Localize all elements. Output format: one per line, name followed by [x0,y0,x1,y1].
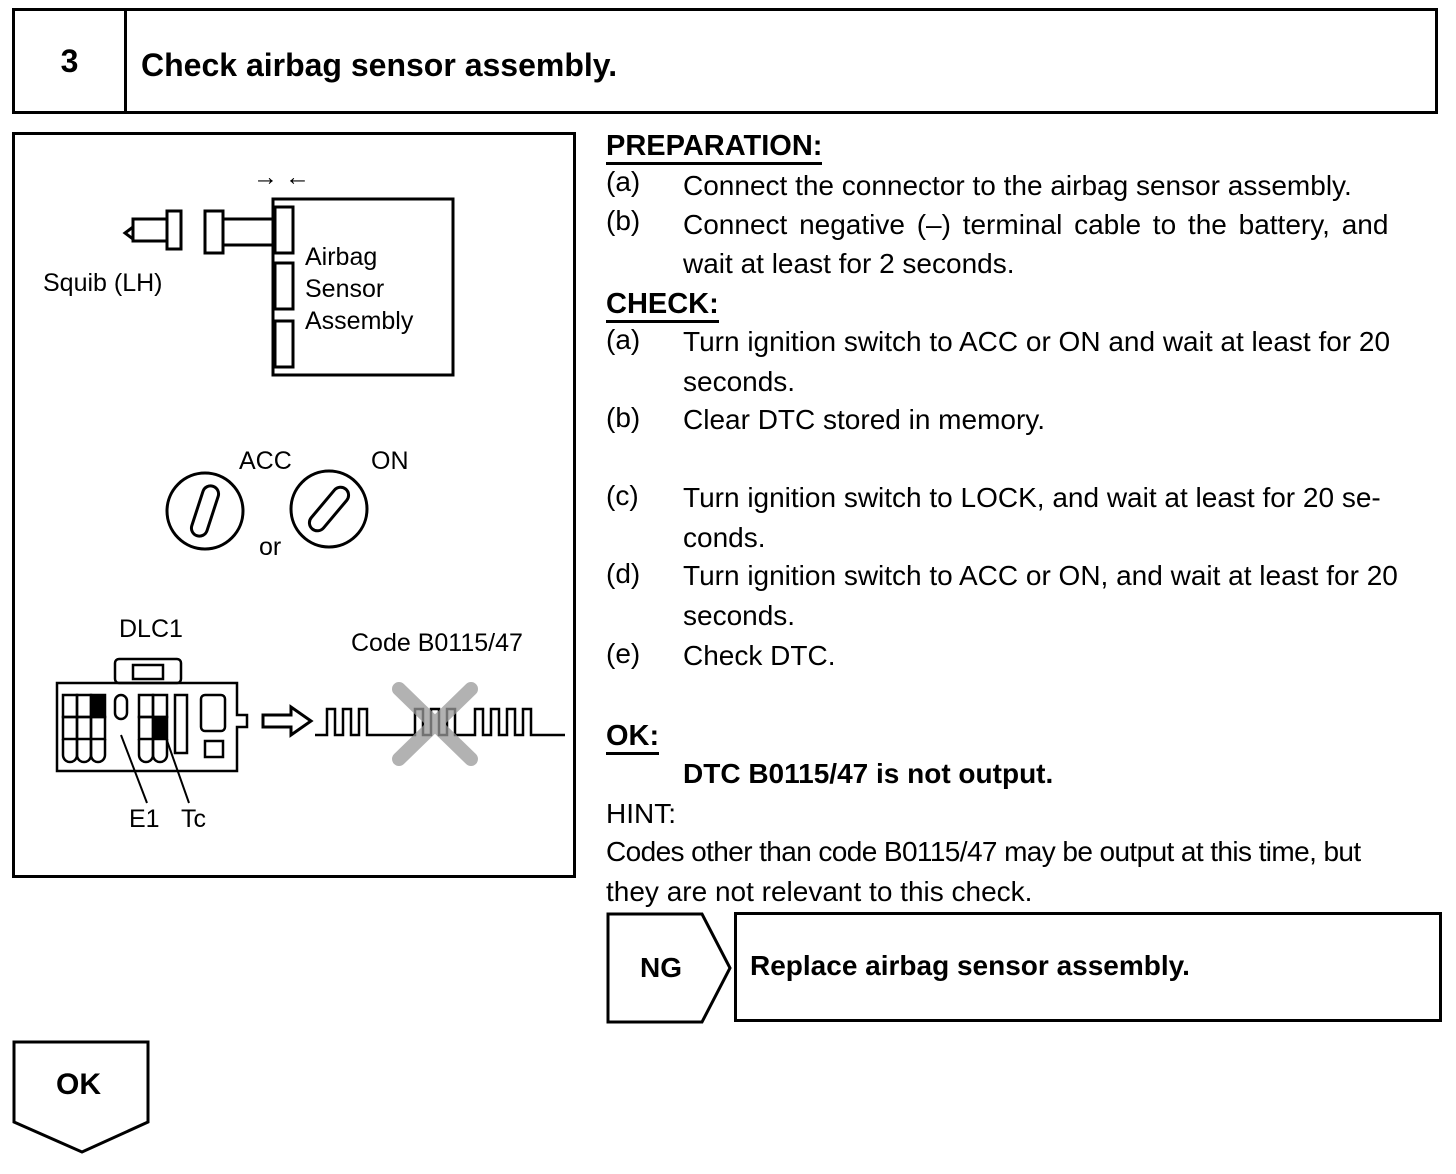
on-label: ON [371,447,409,475]
terminal-leader-lines [120,734,190,804]
prep-item-a-letter: (a) [606,166,641,197]
ignition-on-icon [289,469,369,549]
code-label: Code B0115/47 [351,629,523,657]
squib-label: Squib (LH) [43,269,163,297]
airbag-sensor-assembly [271,197,455,377]
check-item-e-text: Check DTC. [683,640,836,671]
check-heading: CHECK: [606,288,719,323]
step-title: Check airbag sensor assembly. [141,47,618,83]
check-item-c-letter: (c) [606,480,639,511]
tc-label: Tc [181,805,206,833]
check-item-e-letter: (e) [606,638,641,669]
ok-heading: OK: [606,720,660,755]
check-item-a-line-1: Turn ignition switch to ACC or ON and wa… [683,326,1391,357]
sensor-label-line-3: Assembly [305,307,414,335]
ng-result-text: Replace airbag sensor assembly. [750,950,1190,981]
check-item-d-line-2: seconds. [683,600,796,631]
preparation-heading: PREPARATION: [606,130,823,165]
ng-label: NG [640,952,682,983]
check-item-a-letter: (a) [606,324,641,355]
hint-line-1: Codes other than code B0115/47 may be ou… [606,836,1361,867]
figure-panel: → ← Squib (LH) Airbag Sensor Assembly AC… [12,132,576,878]
acc-label: ACC [239,447,292,475]
check-item-c-line-2: conds. [683,522,766,553]
hint-label: HINT: [606,798,676,829]
check-item-d-line-1: Turn ignition switch to ACC or ON, and w… [683,560,1398,591]
cross-mark-icon [392,682,478,766]
or-label: or [259,533,281,561]
sensor-label-line-1: Airbag [305,243,377,271]
prep-item-b-letter: (b) [606,205,641,236]
step-header: 3 Check airbag sensor assembly. [12,8,1438,114]
wiring-figure: → ← Squib (LH) Airbag Sensor Assembly AC… [43,163,565,833]
ignition-acc-icon [165,471,245,551]
sensor-label-line-2: Sensor [305,275,384,303]
hint-line-2: they are not relevant to this check. [606,876,1033,907]
ok-next-label: OK [56,1068,101,1101]
output-arrow-icon [261,704,314,738]
ok-result: DTC B0115/47 is not output. [683,758,1054,789]
prep-item-a-text: Connect the connector to the airbag sens… [683,170,1352,201]
check-item-b-text: Clear DTC stored in memory. [683,404,1046,435]
check-item-a-line-2: seconds. [683,366,796,397]
harness-plug [203,209,277,255]
connect-arrows-label: → ← [253,163,310,191]
check-item-c-line-1: Turn ignition switch to LOCK, and wait a… [683,482,1381,513]
dlc1-label: DLC1 [119,615,183,643]
ng-result-box [734,912,1442,1022]
squib-connector [122,209,183,251]
prep-item-b-line-2: wait at least for 2 seconds. [683,248,1015,279]
check-item-b-letter: (b) [606,402,641,433]
dlc1-connector [55,657,249,773]
step-number: 3 [15,11,127,111]
ng-arrow-box [606,912,732,1024]
ok-arrow-box [12,1040,150,1154]
prep-item-b-line-1: Connect negative (–) terminal cable to t… [683,209,1389,240]
check-item-d-letter: (d) [606,558,641,589]
e1-label: E1 [129,805,160,833]
